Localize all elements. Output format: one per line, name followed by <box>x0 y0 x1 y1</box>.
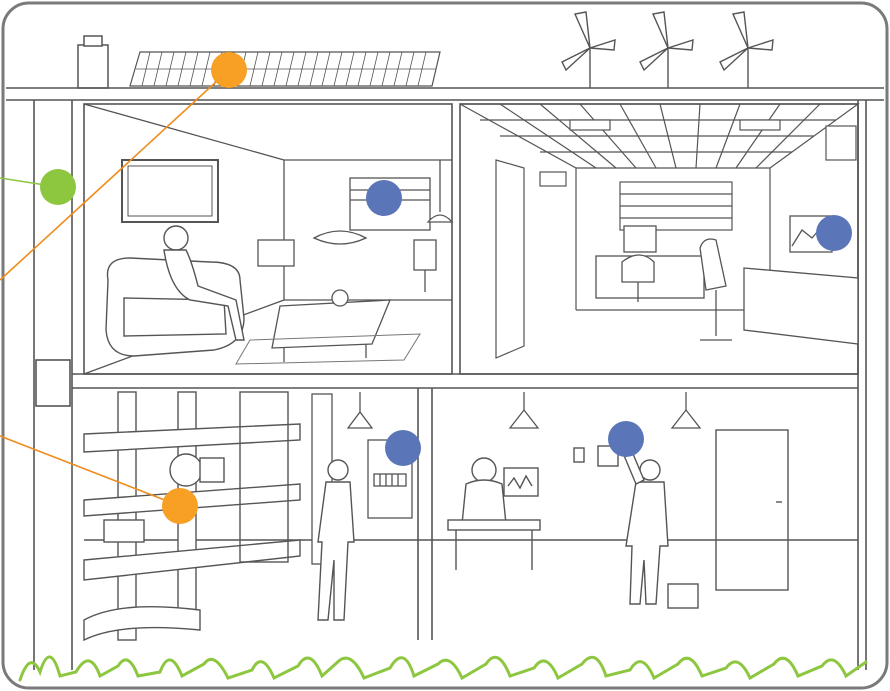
control-panel-hotspot[interactable] <box>385 430 421 466</box>
solar-panel-icon <box>130 52 440 86</box>
living-room-hotspot[interactable] <box>366 180 402 216</box>
basement-pipe-hotspot[interactable] <box>162 488 198 524</box>
solar-panel-hotspot[interactable] <box>211 52 247 88</box>
office-hotspot[interactable] <box>816 215 852 251</box>
exterior-wall-hotspot[interactable] <box>40 169 76 205</box>
workshop-hotspot[interactable] <box>608 421 644 457</box>
